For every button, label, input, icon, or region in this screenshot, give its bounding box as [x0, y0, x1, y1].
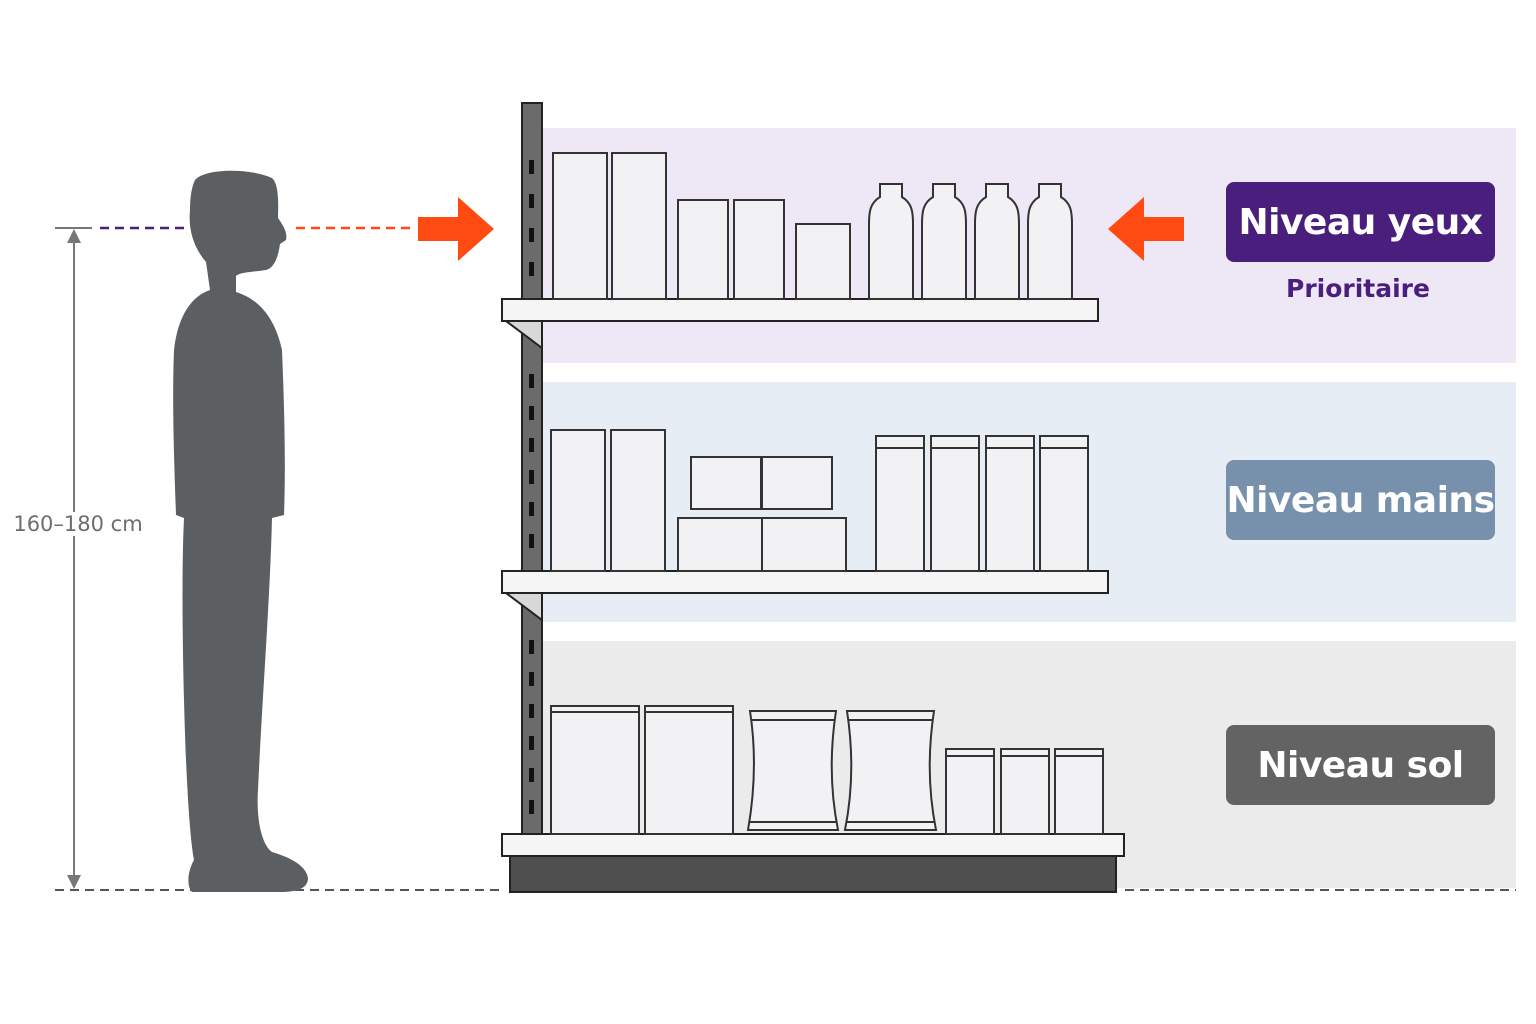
- bag-icon: [746, 710, 840, 831]
- box-icon: [761, 456, 833, 510]
- jar-icon: [1039, 435, 1089, 572]
- box-icon: [677, 199, 729, 300]
- height-label: 160–180 cm: [8, 512, 148, 536]
- product-detail-lines: [551, 711, 1103, 823]
- bottle-icon: [868, 183, 914, 300]
- shelf-bottom: [501, 833, 1125, 893]
- can-icon: [945, 748, 995, 835]
- jar-icon: [875, 435, 925, 572]
- box-icon: [552, 152, 608, 300]
- box-icon: [690, 456, 762, 510]
- eye-level-label: Niveau yeux: [1226, 182, 1495, 262]
- box-icon: [550, 705, 640, 835]
- bag-icon: [843, 710, 938, 831]
- floor-level-label: Niveau sol: [1226, 725, 1495, 805]
- hand-level-label: Niveau mains: [1226, 460, 1495, 540]
- arrow-left-icon: [1108, 197, 1184, 261]
- box-icon: [795, 223, 851, 300]
- arrow-right-icon: [418, 197, 494, 261]
- height-dimension: [55, 227, 92, 889]
- box-icon: [677, 517, 763, 572]
- jar-icon: [985, 435, 1035, 572]
- can-icon: [1054, 748, 1104, 835]
- box-icon: [644, 705, 734, 835]
- jar-icon: [930, 435, 980, 572]
- upright-slots: [529, 160, 534, 814]
- box-icon: [761, 517, 847, 572]
- box-icon: [611, 152, 667, 300]
- shelf-upright: [521, 102, 543, 836]
- can-icon: [1000, 748, 1050, 835]
- box-icon: [610, 429, 666, 572]
- top-shelf-products: [552, 152, 1073, 300]
- bottom-shelf-products: [550, 705, 1104, 835]
- bottle-icon: [1027, 183, 1073, 300]
- box-icon: [733, 199, 785, 300]
- bottle-icon: [974, 183, 1020, 300]
- priority-label: Prioritaire: [1286, 274, 1430, 303]
- middle-shelf-products: [550, 429, 1089, 572]
- person-silhouette-icon: [173, 170, 308, 893]
- bottle-icon: [921, 183, 967, 300]
- box-icon: [550, 429, 606, 572]
